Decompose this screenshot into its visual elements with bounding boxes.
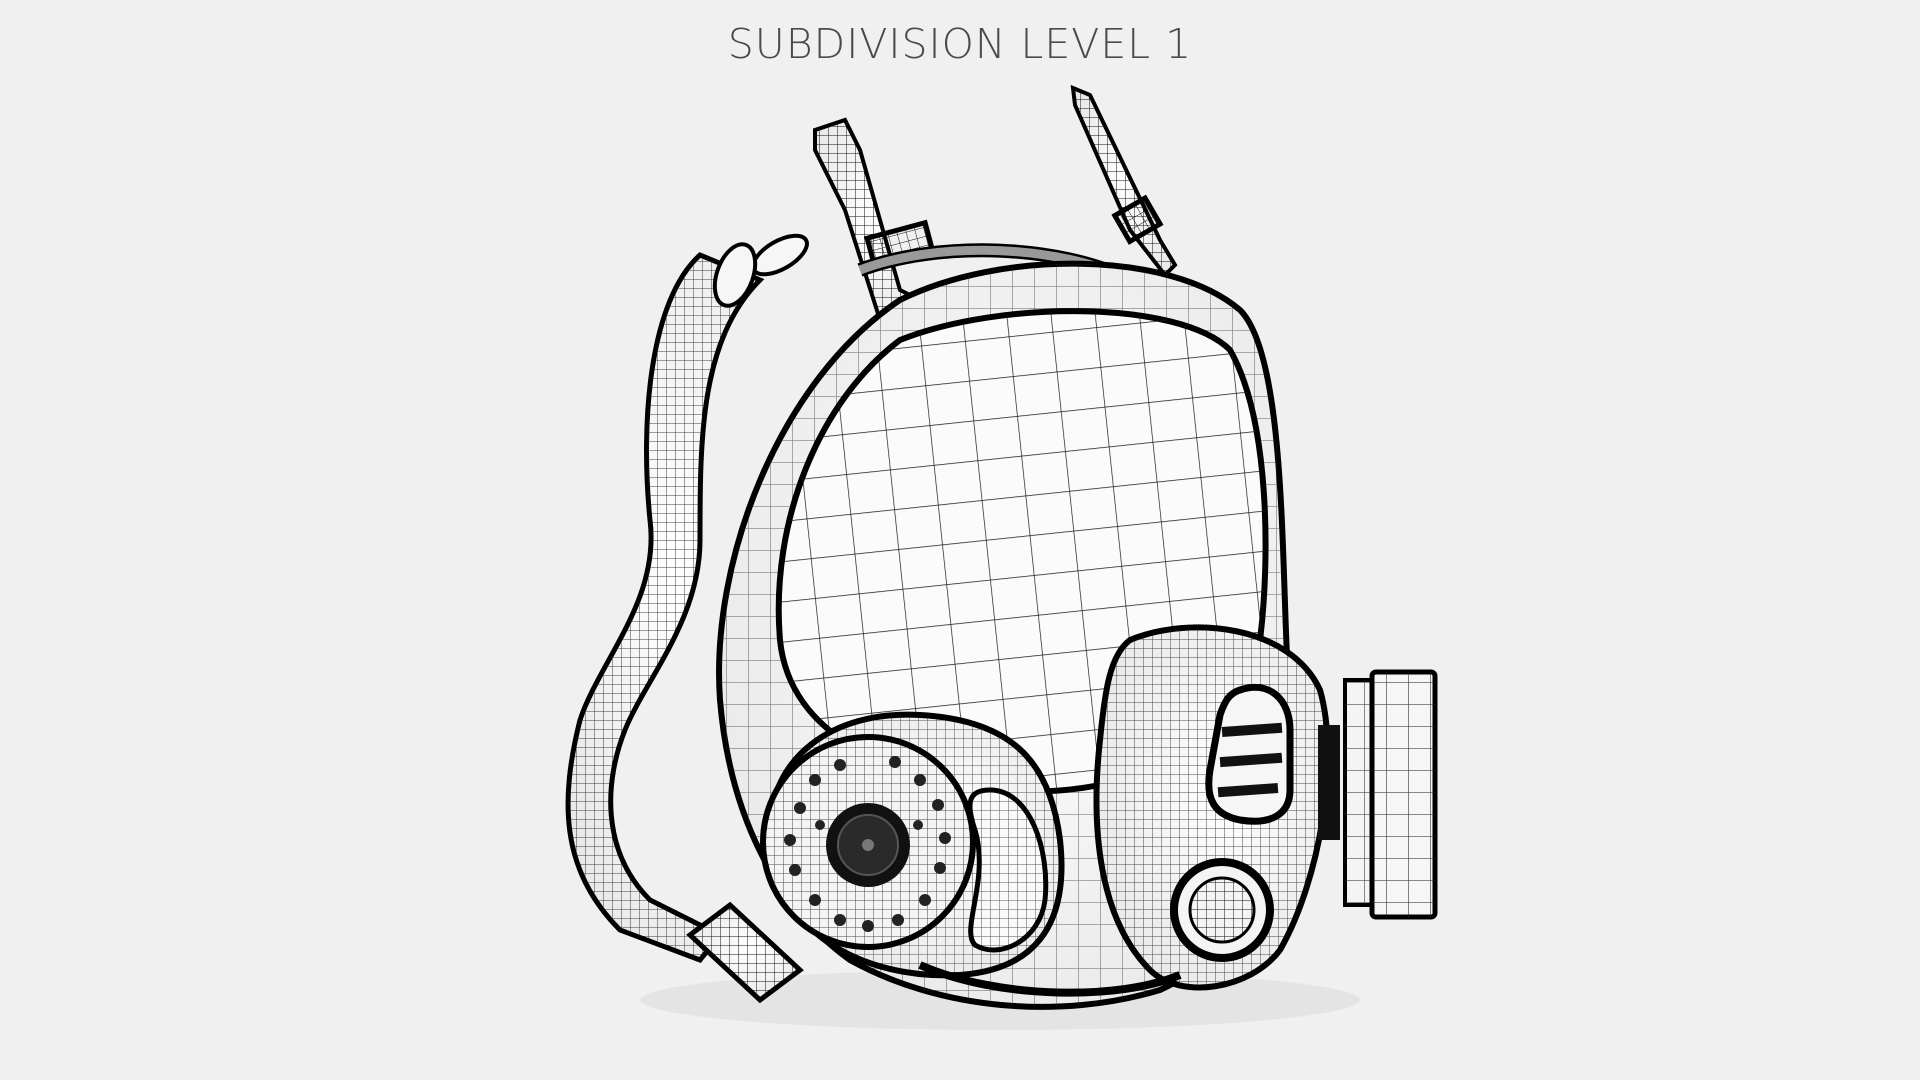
strap-hole-side <box>712 242 758 308</box>
strap-hole-top <box>751 233 809 277</box>
right-strap-tail <box>1070 84 1178 279</box>
lower-strap-connector <box>686 901 804 1004</box>
chin-band <box>918 961 1182 997</box>
cartridge-connector <box>1318 725 1340 840</box>
left-filter-cartridge <box>760 711 1065 979</box>
head-strap <box>565 233 809 963</box>
filter-center-bolt <box>862 839 874 851</box>
exhalation-valve-housing <box>1093 624 1331 991</box>
filter-holes <box>784 756 951 932</box>
strap-buckle-right <box>1111 194 1164 245</box>
render-title: SUBDIVISION LEVEL 1 <box>727 20 1193 68</box>
right-side-cartridge <box>1318 669 1438 920</box>
